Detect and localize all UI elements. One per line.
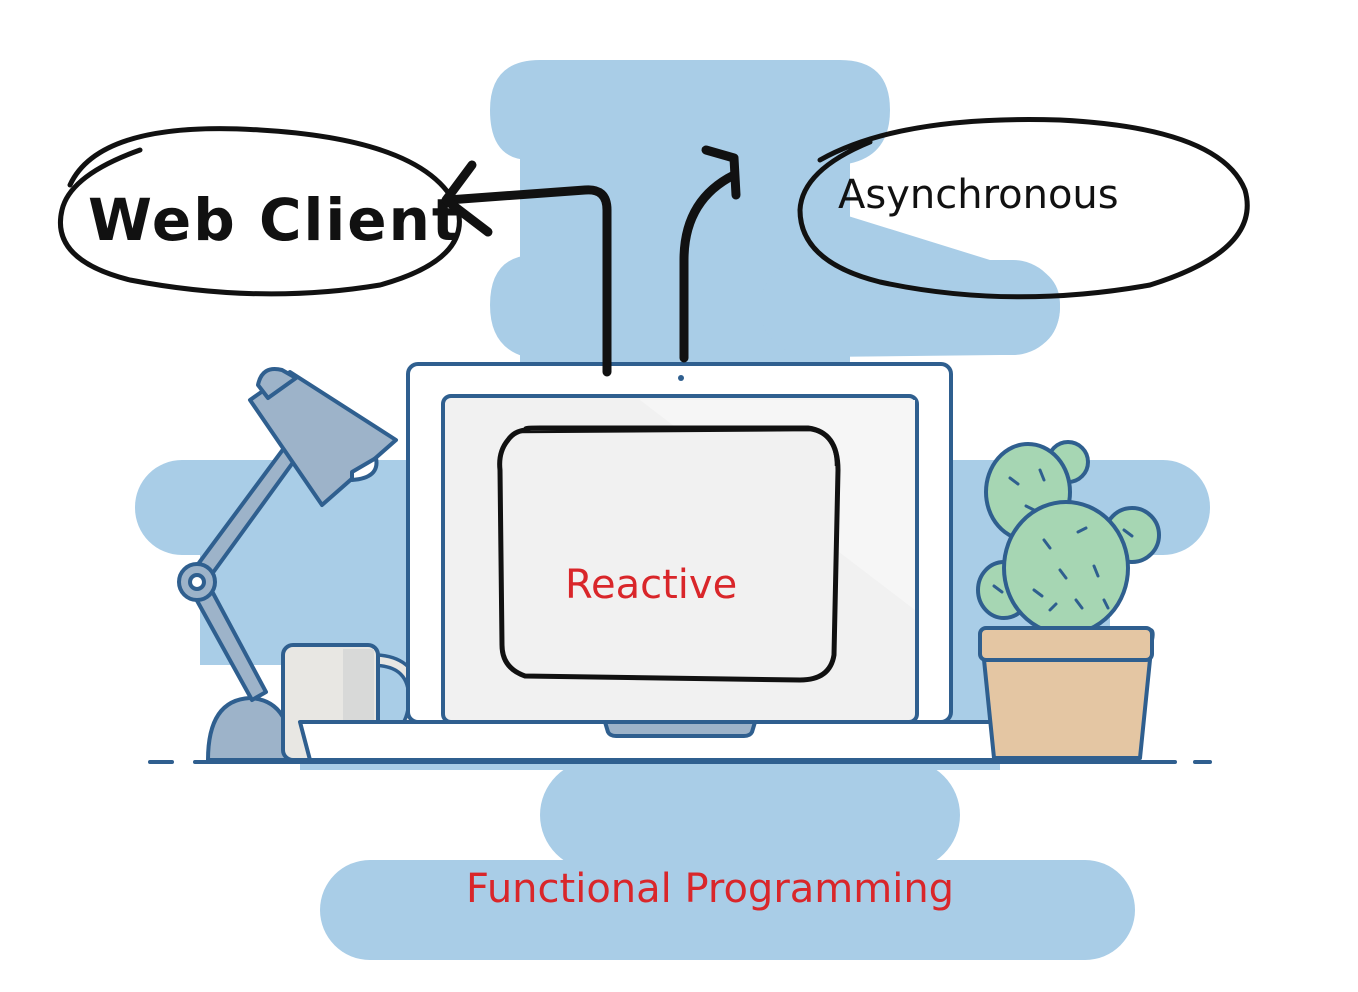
reactive-box-overstroke	[519, 428, 838, 467]
arrows	[441, 145, 741, 377]
lamp-joint-inner	[188, 573, 206, 591]
functional-programming-label: Functional Programming	[466, 866, 954, 912]
web-client-callout: Web Client	[58, 126, 462, 297]
laptop-camera	[678, 375, 684, 381]
background-blob-lower	[540, 760, 960, 870]
background-blob-bottom	[320, 860, 1135, 960]
cactus-plant	[976, 440, 1161, 760]
laptop-notch	[603, 720, 757, 738]
cactus-spines	[992, 468, 1134, 612]
lamp-bulb	[350, 456, 379, 482]
asynchronous-callout: Asynchronous	[797, 117, 1250, 300]
arrow-to-asynchronous-head	[701, 145, 741, 200]
background-blob-top-right	[760, 260, 1060, 355]
reactive-label: Reactive	[565, 562, 737, 608]
web-client-ellipse	[58, 126, 462, 297]
reactive-box	[497, 425, 841, 683]
web-client-label: Web Client	[88, 186, 462, 254]
desk-lamp	[177, 367, 398, 762]
lamp-base	[206, 696, 294, 762]
lamp-cap	[256, 367, 298, 400]
arrow-to-web-client-head	[441, 160, 493, 237]
asynchronous-ellipse	[797, 117, 1250, 300]
cactus-main-pad	[1002, 500, 1130, 636]
arrow-to-asynchronous	[679, 170, 739, 363]
asynchronous-label: Asynchronous	[838, 172, 1119, 218]
arrow-to-web-client	[443, 185, 612, 377]
plant-pot-rim	[978, 626, 1154, 662]
